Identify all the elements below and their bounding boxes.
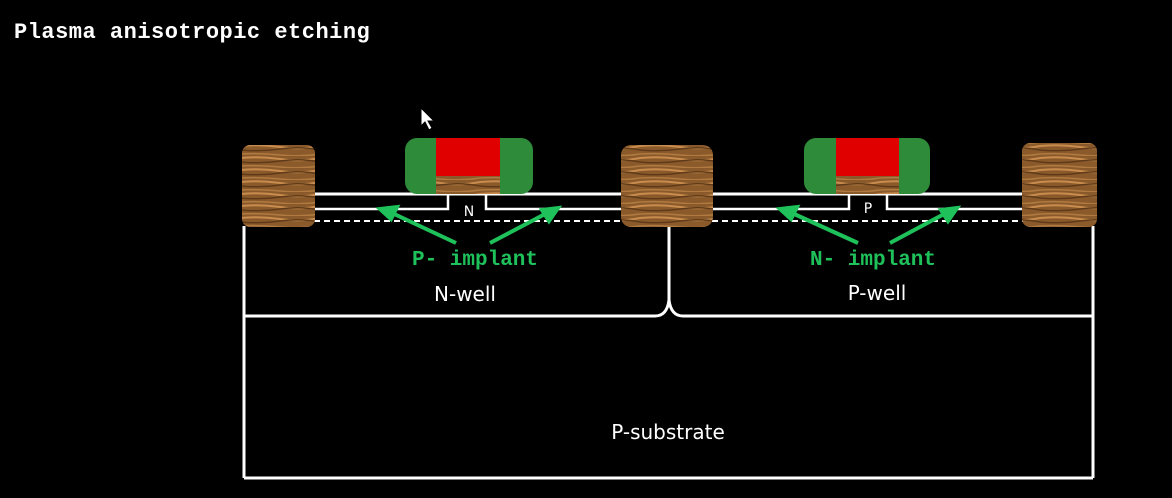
page-title: Plasma anisotropic etching [14,20,371,45]
right-implant-arrows [775,204,962,245]
p-substrate-label: P-substrate [611,420,725,444]
left-gate-oxide [436,174,500,194]
left-implant-label: P- implant [412,249,538,272]
right-channel-label: P [864,201,872,217]
left-implant-arrows [375,204,563,245]
field-oxide-left [242,145,315,227]
right-gate-stack [804,138,930,194]
left-implant-regions [314,194,624,211]
left-gate-stack [405,138,533,194]
right-implant-regions [712,194,1024,211]
field-oxide-right [1022,143,1097,227]
right-implant-label: N- implant [810,249,936,272]
right-gate-poly [836,138,899,176]
left-gate-poly [436,138,500,176]
mouse-pointer-icon [420,106,436,131]
right-gate-oxide [836,174,899,194]
p-well-label: P-well [848,281,907,305]
well-boundary [244,226,1093,318]
field-oxide-center [621,145,713,227]
left-channel-label: N [464,204,474,220]
n-well-label: N-well [434,282,496,306]
substrate-outline [242,226,1095,480]
